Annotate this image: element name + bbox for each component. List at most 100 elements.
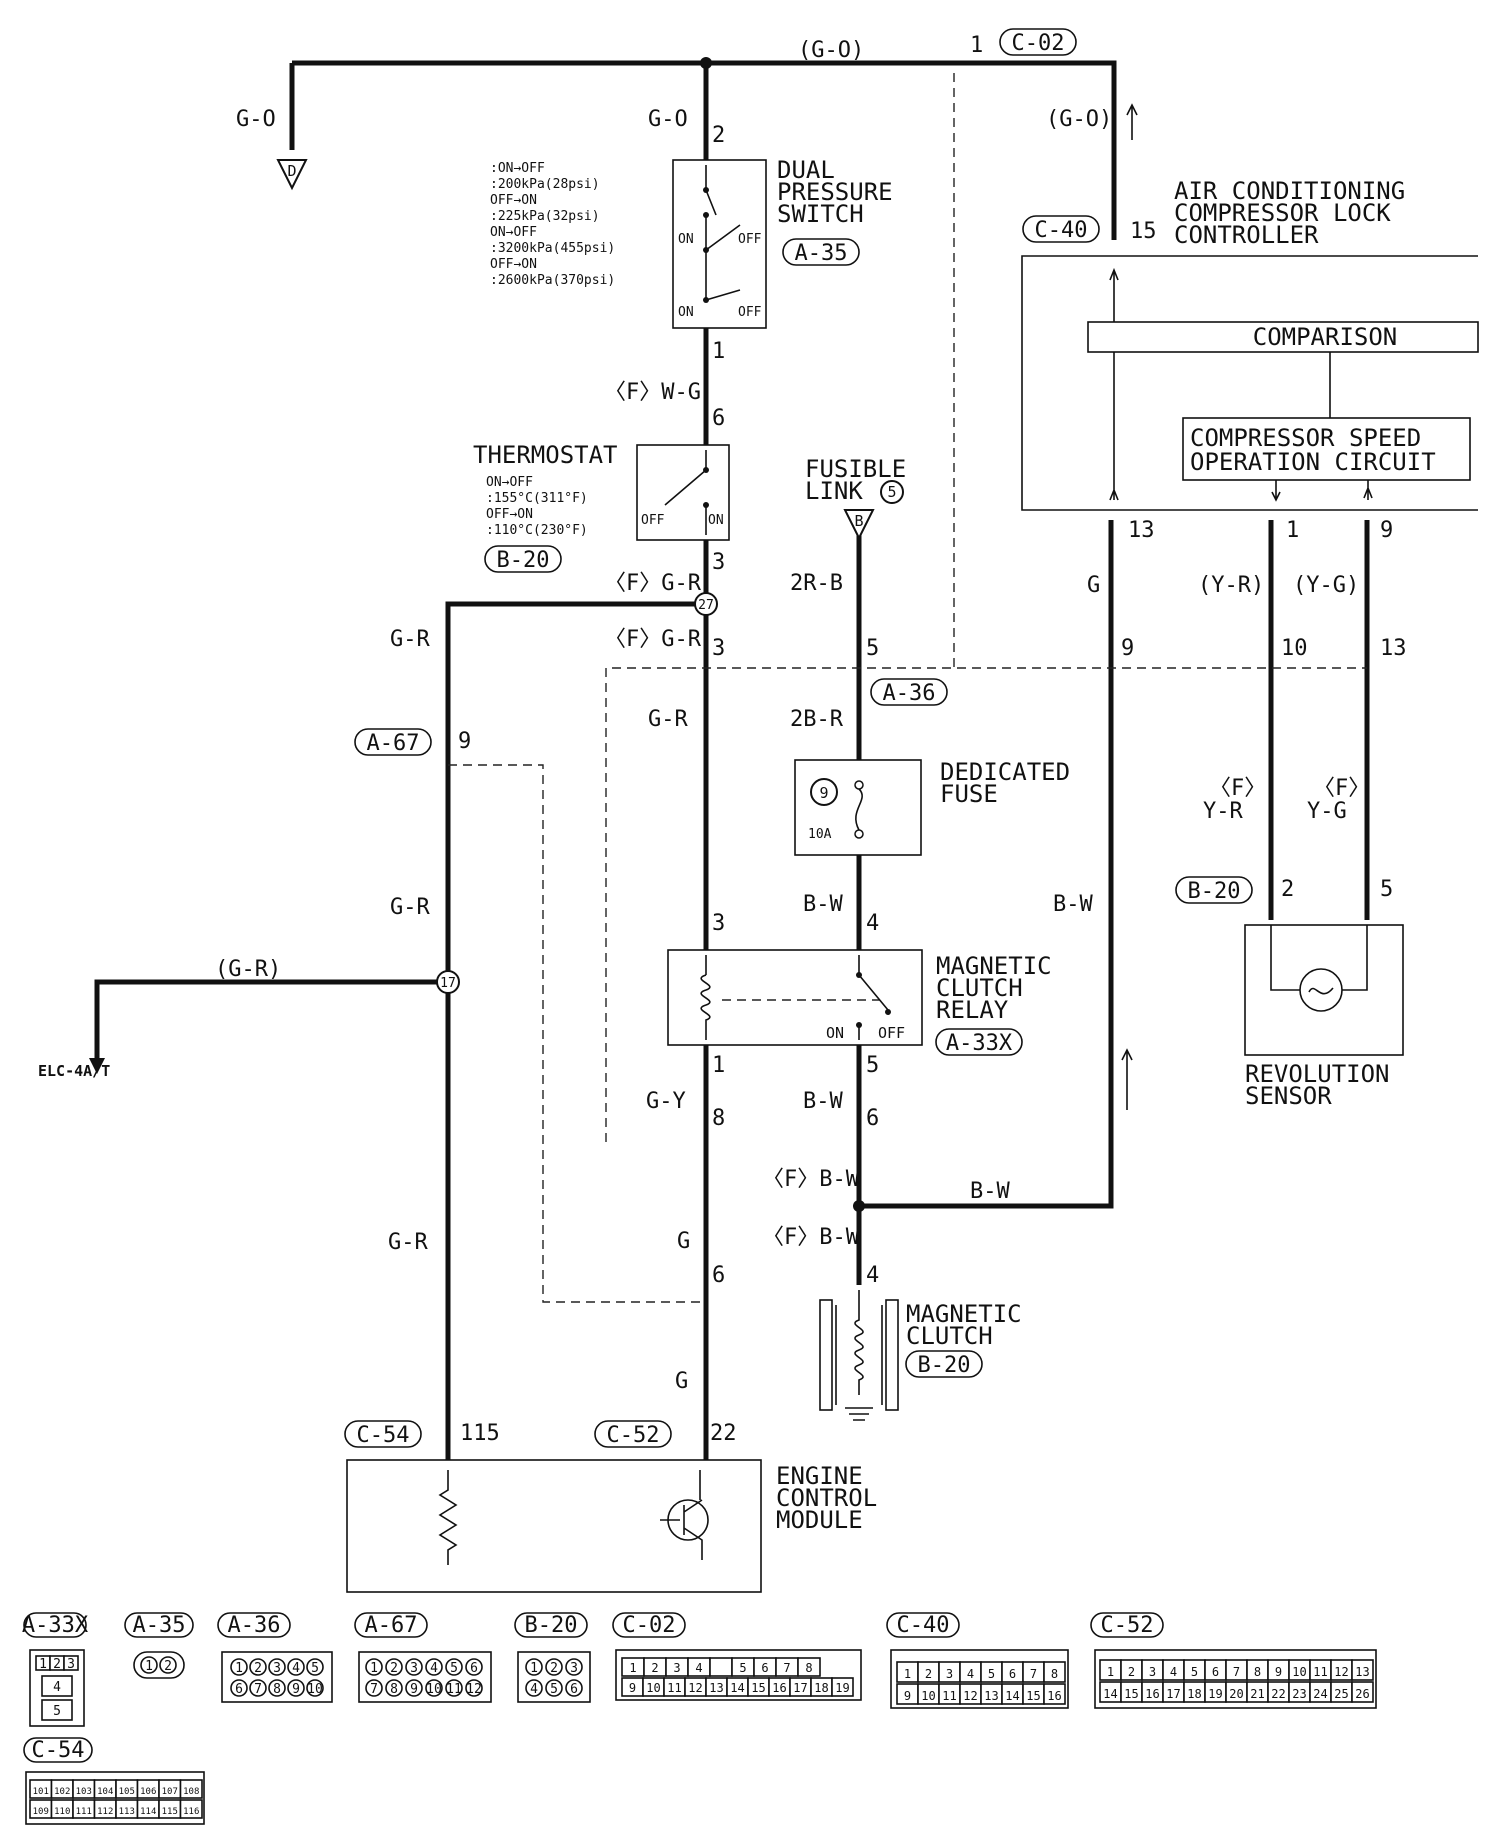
direction-arrows: [89, 103, 1138, 1110]
connector-pin-label: 113: [119, 1807, 135, 1817]
svg-text:D: D: [287, 162, 296, 180]
svg-text:G-R: G-R: [648, 707, 688, 732]
magnetic-clutch: [819, 1290, 899, 1421]
tag-b20-clutch: B-20: [905, 1350, 983, 1378]
junction-dot-top: [700, 57, 712, 69]
connector-pin-label: 14: [730, 1681, 744, 1695]
svg-text:C-54: C-54: [357, 1423, 410, 1448]
connector-pin-label: 106: [140, 1787, 156, 1797]
svg-text:10A: 10A: [808, 827, 832, 842]
svg-text:G-O: G-O: [648, 107, 688, 132]
connector-pin-label: 108: [183, 1787, 199, 1797]
svg-text::3200kPa(455psi): :3200kPa(455psi): [490, 241, 615, 256]
svg-text:4: 4: [530, 1682, 538, 1697]
connector-pin-label: 6: [761, 1661, 768, 1675]
thermo-spec: ON→OFF :155°C(311°F) OFF→ON :110°C(230°F…: [486, 475, 588, 538]
connector-pin-label: 22: [1271, 1687, 1285, 1701]
svg-text:G: G: [677, 1229, 690, 1254]
svg-text:CONTROLLER: CONTROLLER: [1174, 221, 1319, 249]
svg-text:4: 4: [866, 911, 879, 936]
svg-text:G-R: G-R: [390, 627, 430, 652]
legend-a33x: A-33X 1 2 3 4 5: [22, 1612, 89, 1727]
svg-text:6: 6: [235, 1682, 243, 1697]
svg-text:6: 6: [712, 406, 725, 431]
connector-pin-label: 5: [988, 1667, 995, 1681]
svg-text:G: G: [675, 1369, 688, 1394]
dedicated-fuse-title: DEDICATED FUSE: [940, 758, 1070, 808]
connector-pin-label: 2: [1128, 1665, 1135, 1679]
ground-d-icon: D: [276, 159, 308, 191]
tag-c40: C-40: [1022, 215, 1100, 243]
svg-text:5: 5: [866, 636, 879, 661]
connector-pin-label: 8: [1254, 1665, 1261, 1679]
magnetic-clutch-relay: ON OFF: [667, 949, 923, 1046]
svg-text:C-52: C-52: [607, 1423, 660, 1448]
engine-control-module: [346, 1459, 762, 1593]
svg-text:4: 4: [430, 1661, 438, 1676]
svg-text:(G-R): (G-R): [215, 957, 281, 982]
connector-pin-label: 4: [967, 1667, 974, 1681]
svg-text:COMPRESSOR SPEED: COMPRESSOR SPEED: [1190, 424, 1421, 452]
fusible-link-title: FUSIBLE LINK 5: [805, 455, 906, 505]
wire-labels: (G-O) G-O G-O (G-O) 〈F〉W-G 〈F〉G-R 〈F〉G-R…: [215, 38, 1370, 1394]
svg-text:5: 5: [1380, 877, 1393, 902]
svg-text:CONTROL: CONTROL: [776, 1484, 877, 1512]
svg-text:G-Y: G-Y: [646, 1089, 686, 1114]
connector-pin-cell: [1351, 1681, 1374, 1703]
svg-text:1: 1: [145, 1659, 153, 1674]
connector-pin-label: 26: [1355, 1687, 1369, 1701]
svg-text:1: 1: [530, 1661, 538, 1676]
connector-pin-label: 12: [963, 1689, 977, 1703]
relay-title: MAGNETIC CLUTCH RELAY: [936, 952, 1052, 1024]
legend-a36: A-36 1 2 3 4 5 6 7 8 9 10: [217, 1612, 333, 1703]
legend-b20: B-20 1 2 3 4 5 6: [514, 1612, 591, 1703]
connector-pin-label: 11: [1313, 1665, 1327, 1679]
svg-text:B: B: [854, 512, 863, 530]
svg-text:2: 2: [1281, 877, 1294, 902]
connector-pin-label: 6: [1009, 1667, 1016, 1681]
junction-27: 27: [694, 592, 718, 616]
svg-text:OFF→ON: OFF→ON: [490, 257, 537, 272]
svg-text:C-02: C-02: [1012, 31, 1065, 56]
svg-text:6: 6: [712, 1263, 725, 1288]
svg-text:5: 5: [311, 1661, 319, 1676]
connector-pin-label: 10: [921, 1689, 935, 1703]
tag-a67: A-67: [354, 728, 432, 756]
svg-text:A-36: A-36: [883, 681, 936, 706]
svg-text:(G-O): (G-O): [1046, 107, 1112, 132]
connector-pin-cell: [179, 1779, 203, 1799]
svg-text:OFF: OFF: [878, 1024, 905, 1042]
svg-text:CLUTCH: CLUTCH: [906, 1322, 993, 1350]
connector-pin-label: 7: [1233, 1665, 1240, 1679]
svg-text:5: 5: [450, 1661, 458, 1676]
svg-text::2600kPa(370psi): :2600kPa(370psi): [490, 273, 615, 288]
junction-dot-bw: [853, 1200, 865, 1212]
connector-pin-label: 5: [739, 1661, 746, 1675]
svg-text:A-33X: A-33X: [22, 1613, 89, 1638]
svg-text:OFF: OFF: [641, 513, 665, 528]
thermostat: OFF ON: [636, 444, 730, 541]
connector-pin-label: 17: [1166, 1687, 1180, 1701]
connector-pin-label: 14: [1103, 1687, 1117, 1701]
thermostat-title: THERMOSTAT: [473, 441, 618, 469]
svg-text:ON: ON: [826, 1024, 844, 1042]
svg-text:3: 3: [273, 1661, 281, 1676]
svg-text:2: 2: [164, 1659, 172, 1674]
svg-text:B-20: B-20: [918, 1353, 971, 1378]
ac-controller: [1021, 255, 1479, 511]
svg-text:DUAL: DUAL: [777, 156, 835, 184]
junction-17: 17: [436, 970, 460, 994]
svg-text:2: 2: [53, 1657, 61, 1672]
svg-text:17: 17: [440, 976, 456, 991]
legend-a35: A-35 1 2: [124, 1612, 194, 1679]
svg-text:COMPRESSOR LOCK: COMPRESSOR LOCK: [1174, 199, 1391, 227]
connector-tags: C-02 A-35 B-20 A-36 A-67 A-33X B-20 C-54…: [344, 28, 1253, 1448]
svg-text:5: 5: [866, 1053, 879, 1078]
speed-circuit-label: COMPRESSOR SPEED OPERATION CIRCUIT: [1190, 424, 1436, 476]
connector-pin-label: 20: [1229, 1687, 1243, 1701]
svg-text:C-40: C-40: [1035, 218, 1088, 243]
connector-pin-label: 23: [1292, 1687, 1306, 1701]
connector-pin-label: 111: [76, 1807, 92, 1817]
